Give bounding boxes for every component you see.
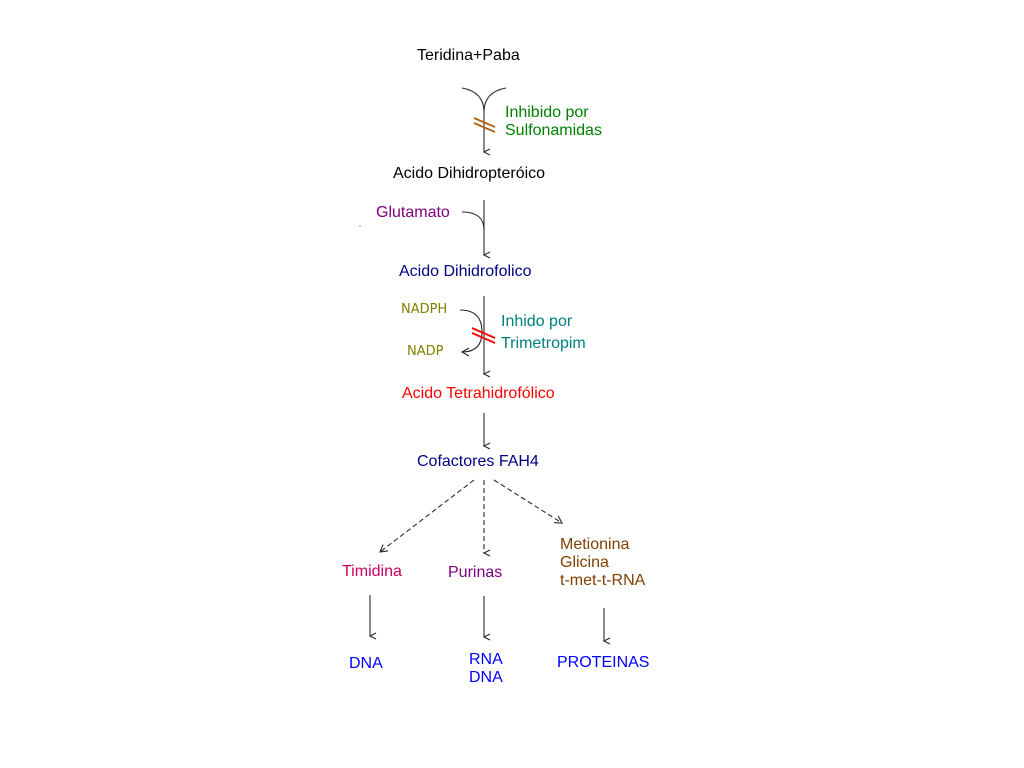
node-purinas: Purinas xyxy=(448,564,503,581)
node-proteinas: PROTEINAS xyxy=(557,654,650,671)
node-acido-dihidrofolico: Acido Dihidrofolico xyxy=(399,263,532,280)
node-teridina-paba: Teridina+Paba xyxy=(417,47,520,64)
trimetropim-inhibition-mark xyxy=(471,327,496,344)
node-line: t-met-t-RNA xyxy=(560,572,646,589)
node-rna-dna: RNA DNA xyxy=(469,651,503,687)
inhibition-label-sulfonamidas: Inhibido por Sulfonamidas xyxy=(505,104,602,140)
cofactores-branch-metionina xyxy=(493,479,563,524)
node-line: Glicina xyxy=(560,554,609,571)
node-nadp: NADP xyxy=(407,344,444,359)
node-nadph: NADPH xyxy=(401,302,448,317)
node-cofactores-fah4: Cofactores FAH4 xyxy=(417,453,539,470)
node-dna: DNA xyxy=(349,655,383,672)
node-acido-tetrahidrofolico: Acido Tetrahidrofólico xyxy=(402,385,555,402)
inhibition-line: Sulfonamidas xyxy=(505,122,602,139)
nadph-arrow xyxy=(459,296,484,374)
node-line: Metionina xyxy=(560,536,630,553)
node-timidina: Timidina xyxy=(342,563,402,580)
stray-dot xyxy=(359,225,361,227)
node-line: RNA xyxy=(469,651,503,668)
inhibition-line: Inhibido por xyxy=(505,104,589,121)
glutamato-arrow xyxy=(461,200,484,255)
merge-arrow-teridina-paba xyxy=(461,87,507,152)
inhibition-line: Trimetropim xyxy=(501,335,586,352)
node-glutamato: Glutamato xyxy=(376,204,450,221)
node-acido-dihidropteroico: Acido Dihidropteróico xyxy=(393,165,546,182)
sulfonamide-inhibition-mark xyxy=(473,117,496,133)
inhibition-label-trimetropim: Inhido por Trimetropim xyxy=(501,311,586,355)
node-metionina-group: Metionina Glicina t-met-t-RNA xyxy=(560,536,645,590)
node-line: DNA xyxy=(469,669,503,686)
inhibition-line: Inhido por xyxy=(501,313,573,330)
cofactores-branch-timidina xyxy=(379,479,475,553)
